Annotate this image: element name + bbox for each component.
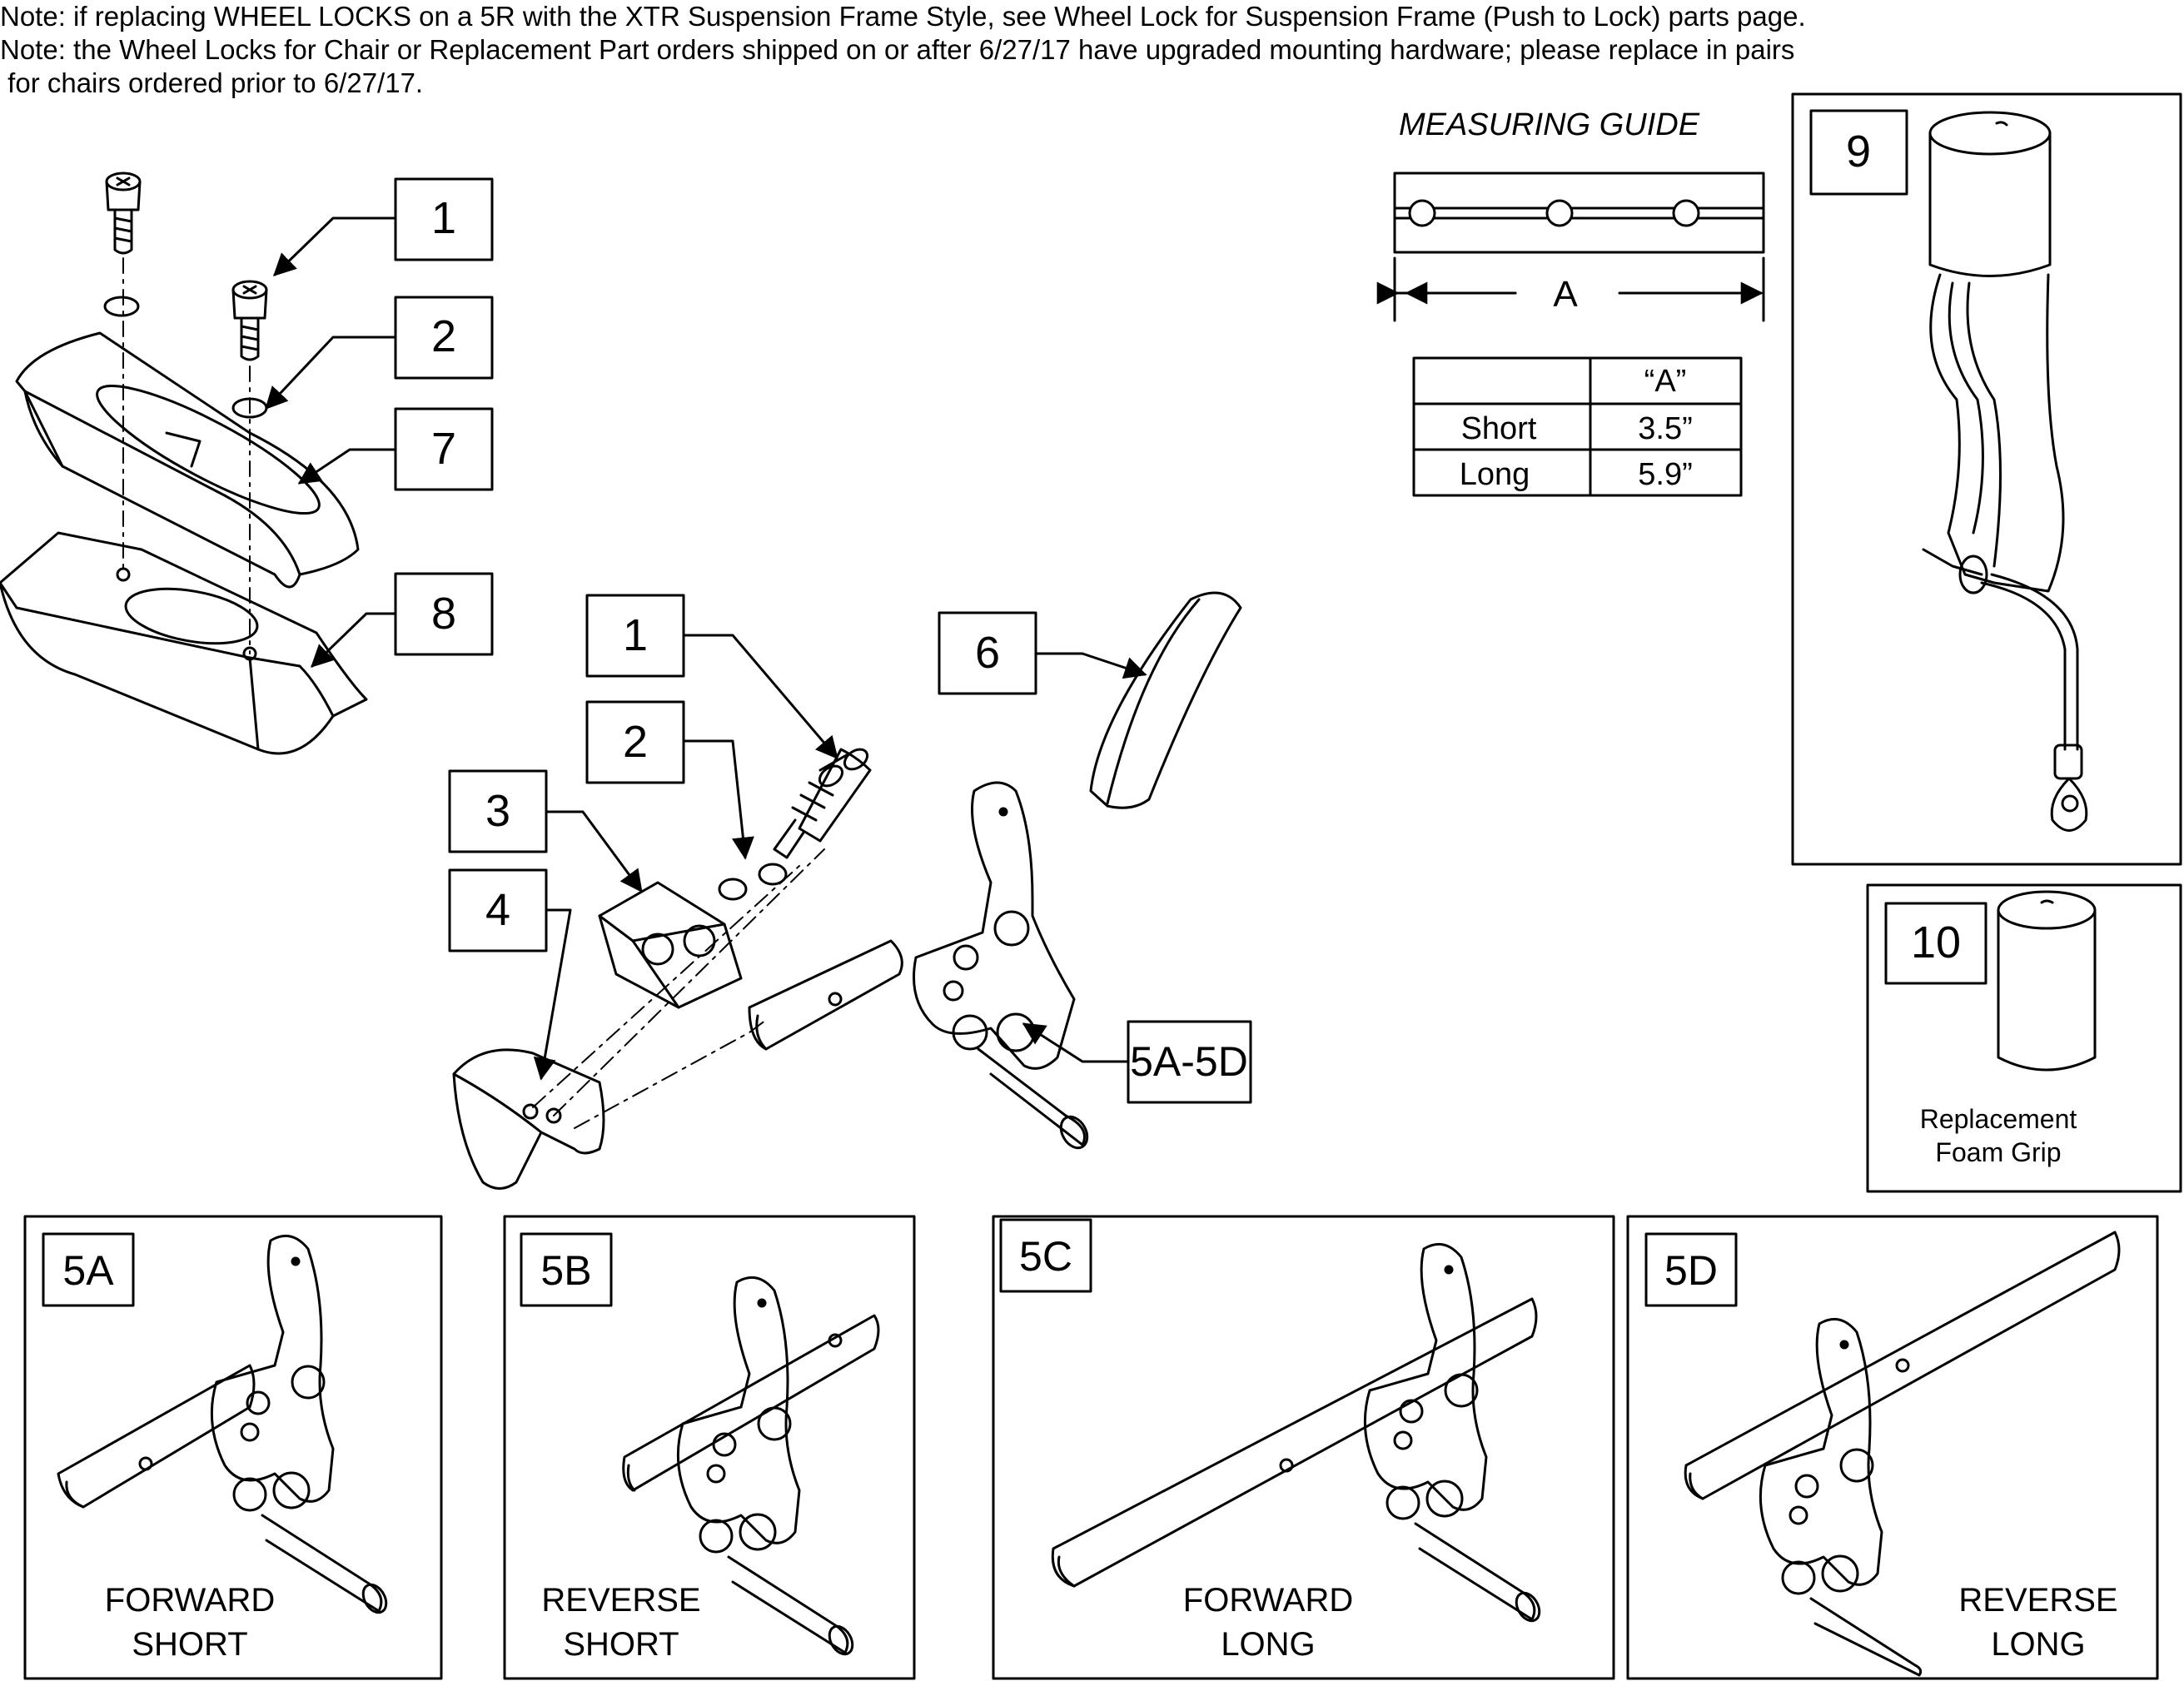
screw-left-icon: [105, 172, 142, 255]
measuring-guide: MEASURING GUIDE A “A” Short 3.5” L: [1376, 107, 1765, 497]
leader-1-mid: [682, 634, 838, 760]
wheel-lock-5a-icon: [57, 1234, 388, 1614]
wheel-lock-5d-icon: [1684, 1231, 2121, 1677]
callout-1-mid: 1: [623, 610, 648, 660]
table-cell-short: Short: [1461, 411, 1537, 446]
note-line-1: Note: if replacing WHEEL LOCKS on a 5R w…: [0, 1, 1806, 32]
leader-1-top: [273, 216, 397, 276]
panel-5b: [503, 1215, 916, 1680]
variant-5c-line1: FORWARD: [1183, 1582, 1353, 1619]
leader-5: [1022, 1022, 1130, 1063]
panel-9: [1791, 92, 2182, 866]
callout-7: 7: [431, 424, 456, 474]
replacement-label-line2: Foam Grip: [1935, 1137, 2061, 1167]
leader-6: [1034, 652, 1147, 679]
brake-pad-icon: [1089, 591, 1242, 809]
variant-id-5d: 5D: [1664, 1247, 1718, 1294]
callout-5a-5d: 5A-5D: [1130, 1038, 1248, 1085]
label-box-5a: [42, 1232, 135, 1307]
clamp-bottom-part-icon: [0, 531, 368, 755]
callout-2-top: 2: [431, 311, 456, 361]
leader-2-mid: [682, 739, 754, 860]
callout-2-mid: 2: [623, 717, 648, 767]
variant-5c-line2: LONG: [1221, 1626, 1315, 1663]
variant-5b-line1: REVERSE: [541, 1582, 700, 1619]
screw-right-icon: [231, 280, 268, 361]
washer-pair-mid-icon: [718, 863, 788, 901]
washer-left-icon: [103, 296, 140, 317]
variant-id-5c: 5C: [1019, 1233, 1072, 1280]
panel-5a: [23, 1215, 443, 1680]
wheel-lock-5b-icon: [622, 1276, 880, 1656]
screw-pair-mid-icon: [773, 748, 872, 859]
variant-5a-line1: FORWARD: [105, 1582, 275, 1619]
leader-7: [297, 448, 397, 485]
clamp-top-part-icon: [15, 331, 360, 589]
callout-8: 8: [431, 589, 456, 639]
variant-5a-line2: SHORT: [132, 1626, 247, 1663]
callout-4: 4: [485, 885, 510, 935]
leader-4: [533, 908, 572, 1081]
callout-1-top: 1: [431, 193, 456, 243]
variant-id-5b: 5B: [540, 1247, 591, 1294]
measuring-guide-title: MEASURING GUIDE: [1399, 107, 1700, 142]
wheel-lock-5c-icon: [1051, 1242, 1541, 1623]
callout-9: 9: [1846, 127, 1871, 177]
foam-grip-icon: [1997, 890, 2097, 1072]
panel-5d: [1626, 1215, 2159, 1680]
note-line-2: Note: the Wheel Locks for Chair or Repla…: [0, 34, 1795, 65]
callout-10: 10: [1911, 918, 1961, 967]
notes-block: Note: if replacing WHEEL LOCKS on a 5R w…: [0, 0, 1806, 100]
leader-3: [545, 810, 643, 893]
callout-6: 6: [975, 628, 1000, 678]
leader-8: [311, 612, 397, 668]
variant-5d-line2: LONG: [1991, 1626, 2085, 1663]
table-cell-long: Long: [1460, 457, 1530, 492]
note-line-3: for chairs ordered prior to 6/27/17.: [0, 67, 424, 98]
table-header-a: “A”: [1644, 364, 1687, 399]
label-box-5d: [1644, 1232, 1738, 1307]
callout-box-10: [1884, 902, 1987, 985]
variant-id-5a: 5A: [62, 1247, 114, 1294]
leader-2-top: [265, 336, 397, 410]
size-table: “A” Short 3.5” Long 5.9”: [1412, 356, 1743, 497]
table-cell-long-value: 5.9”: [1638, 457, 1692, 492]
small-clamp-icon: [452, 1048, 605, 1190]
label-box-5b: [520, 1232, 613, 1307]
measuring-bar-icon: [1393, 172, 1765, 254]
dimension-a-label: A: [1553, 274, 1578, 315]
replacement-label-line1: Replacement: [1920, 1104, 2077, 1134]
handle-extension-icon: [1922, 111, 2088, 832]
wheel-lock-main-icon: [748, 781, 1089, 1150]
panel-10: [1866, 883, 2182, 1193]
callout-box-9: [1809, 109, 1908, 196]
panel-5c: [992, 1215, 1615, 1680]
variant-5b-line2: SHORT: [563, 1626, 679, 1663]
table-cell-short-value: 3.5”: [1638, 411, 1692, 446]
label-box-5c: [999, 1218, 1092, 1293]
spacer-block-icon: [598, 881, 743, 1009]
variant-5d-line1: REVERSE: [1958, 1582, 2117, 1619]
callout-3: 3: [485, 786, 510, 836]
